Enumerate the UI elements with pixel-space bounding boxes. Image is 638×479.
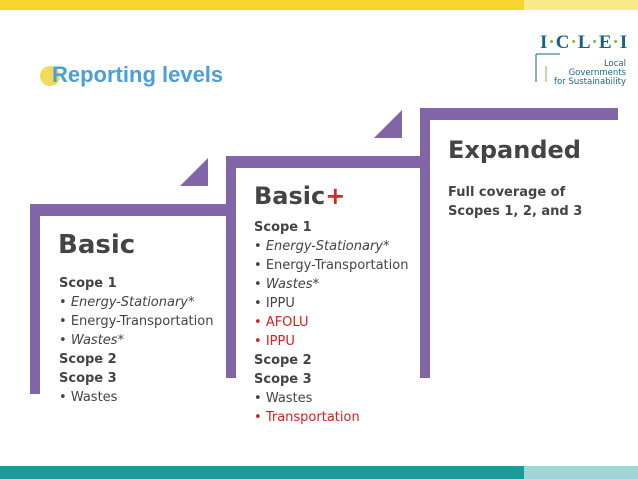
list-item: Scope 2 (59, 350, 213, 369)
logo-letter: L (577, 32, 592, 53)
list-item: • Energy-Stationary* (254, 239, 390, 254)
list-item-text: Wastes (70, 390, 118, 405)
bottom-color-bar (0, 466, 524, 479)
top-color-bar (0, 0, 524, 10)
logo-dot: · (570, 32, 578, 53)
basic-step-arrow (180, 158, 208, 186)
level-title-expanded: Expanded (448, 136, 581, 164)
list-item: • Energy-Stationary* (59, 295, 195, 310)
logo-bracket-lines (535, 53, 560, 82)
logo-letter: C (555, 32, 571, 53)
list-item-text: IPPU (265, 334, 295, 349)
logo-dot: · (548, 32, 556, 53)
list-item: • IPPU (254, 334, 295, 349)
list-item-text: Scope 1 (254, 220, 312, 235)
list-item: Scope 1 (254, 218, 408, 237)
list-item-text: Energy-Stationary* (265, 239, 390, 254)
list-item-text: Scope 1 (59, 276, 117, 291)
list-item-text: IPPU (265, 296, 295, 311)
list-item-text: Energy-Transportation (70, 314, 214, 329)
list-item-text: Scope 2 (59, 352, 117, 367)
logo-subtitle: Local Governments for Sustainability (546, 60, 626, 87)
expanded-description-line: Scopes 1, 2, and 3 (448, 204, 583, 219)
logo-letter: I (540, 32, 549, 53)
logo-letter: E (598, 32, 613, 53)
list-item-text: AFOLU (265, 315, 309, 330)
logo-subtitle-line: for Sustainability (554, 77, 626, 87)
basicplus-step-post (226, 156, 236, 378)
list-item: • Wastes (254, 391, 313, 406)
list-item: • AFOLU (254, 315, 309, 330)
list-item: • Transportation (254, 410, 360, 425)
basicplus-step-arrow (374, 110, 402, 138)
list-item: • Wastes (59, 390, 118, 405)
level-title-basic-plus-name: Basic (254, 182, 326, 210)
basicplus-step-bar (226, 156, 422, 168)
list-item-text: Wastes* (70, 333, 125, 348)
basic-list: Scope 1 • Energy-Stationary* • Energy-Tr… (59, 274, 213, 407)
list-item: • IPPU (254, 296, 295, 311)
expanded-description: Full coverage of Scopes 1, 2, and 3 (448, 183, 598, 221)
logo-wordmark: I·C·L·E·I (540, 32, 628, 54)
list-item: • Energy-Transportation (59, 314, 214, 329)
list-item-text: Wastes* (265, 277, 320, 292)
list-item-text: Wastes (265, 391, 313, 406)
basic-step-post (30, 204, 40, 394)
title-bullet-dot (40, 66, 60, 86)
logo-subtitle-line: Local (603, 59, 626, 69)
list-item-text: Energy-Stationary* (70, 295, 195, 310)
level-title-basic-plus: Basic+ (254, 182, 345, 210)
iclei-logo: I·C·L·E·I Local Governments for Sustaina… (532, 24, 632, 87)
list-item: • Wastes* (254, 277, 320, 292)
list-item: Scope 3 (254, 370, 408, 389)
list-item-text: Scope 3 (59, 371, 117, 386)
expanded-step-bar (420, 108, 618, 120)
list-item: • Energy-Transportation (254, 258, 409, 273)
expanded-step-post (420, 108, 430, 378)
slide-title: Reporting levels (52, 62, 224, 87)
top-color-bar-light (524, 0, 638, 10)
level-title-basic: Basic (58, 230, 136, 260)
logo-dot: · (591, 32, 599, 53)
level-title-plus-sign: + (325, 182, 346, 210)
basic-step-bar (30, 204, 230, 216)
list-item-text: Scope 3 (254, 372, 312, 387)
list-item: • Wastes* (59, 333, 125, 348)
logo-letter: I (619, 32, 629, 53)
list-item: Scope 2 (254, 351, 408, 370)
expanded-description-line: Full coverage of (448, 185, 566, 200)
list-item-text: Energy-Transportation (265, 258, 409, 273)
logo-dot: · (612, 32, 620, 53)
list-item-text: Scope 2 (254, 353, 312, 368)
list-item: Scope 1 (59, 274, 213, 293)
list-item-text: Transportation (265, 410, 360, 425)
basic-plus-list: Scope 1 • Energy-Stationary* • Energy-Tr… (254, 218, 408, 427)
logo-subtitle-line: Governments (568, 68, 626, 78)
list-item: Scope 3 (59, 369, 213, 388)
bottom-color-bar-light (524, 466, 638, 479)
